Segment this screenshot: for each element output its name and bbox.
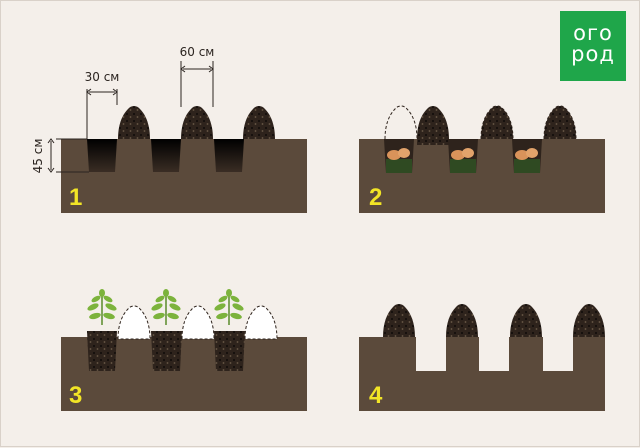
step-number: 2 (369, 184, 382, 211)
soil-mound (417, 106, 449, 139)
potato-plant (85, 288, 119, 326)
step-3-panel: 3 (61, 288, 307, 411)
step-number: 3 (69, 382, 82, 409)
soil-mound (181, 106, 213, 139)
step-number: 4 (369, 382, 383, 409)
soil-mound (544, 106, 576, 139)
logo-line-2: род (571, 42, 615, 66)
ground-with-furrows (359, 337, 605, 411)
holes-with-tubers (384, 139, 542, 173)
step-number: 1 (69, 184, 82, 211)
potato-plant (149, 288, 183, 326)
dashed-mound-outline (117, 305, 151, 340)
soil-mound (510, 304, 542, 337)
depth-label: 45 см (31, 139, 45, 174)
step-2-panel: 2 (359, 105, 605, 213)
soil-mound (446, 304, 478, 337)
hole-width-label: 30 см (85, 70, 120, 84)
potato-plant (212, 288, 246, 326)
dashed-mound-outline (181, 305, 215, 340)
step-4-panel: 4 (359, 304, 605, 411)
mound-width-label: 60 см (180, 45, 215, 59)
soil-mound (383, 304, 415, 337)
soil-mound (243, 106, 275, 139)
dashed-mound-outline (384, 105, 418, 140)
holes (87, 139, 244, 172)
dashed-mound-outline (244, 305, 278, 340)
logo-line-1: ого (573, 21, 613, 45)
soil-mound (573, 304, 605, 337)
ogorod-logo: ого род (560, 11, 626, 81)
soil-mound (481, 106, 513, 139)
filled-holes (87, 331, 245, 371)
soil-mound (118, 106, 150, 139)
step-1-panel: 30 см 60 см 45 см 1 (31, 45, 307, 213)
dimension-lines (47, 61, 214, 173)
